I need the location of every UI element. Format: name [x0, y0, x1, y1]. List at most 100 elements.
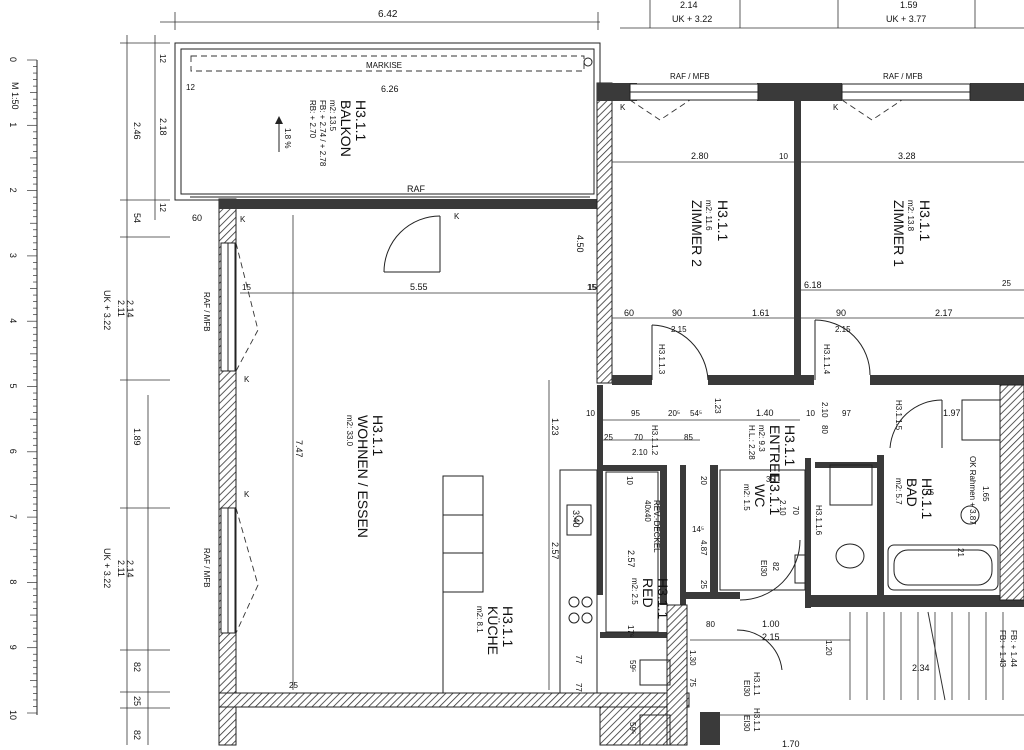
- dim-189: 1.89: [132, 428, 142, 446]
- uk-322a: UK + 3.22: [102, 290, 112, 330]
- dim-214a: 2.14: [125, 300, 135, 318]
- dim-159-top: 1.59: [900, 0, 918, 10]
- living-k3: K: [244, 375, 250, 384]
- room1-618: 6.18: [804, 280, 822, 290]
- dim-82b: 82: [132, 730, 142, 740]
- kitchen: 1.23 2.57 3.40 77 77 H3.1.1 KÜCHE m2: 8.…: [475, 380, 598, 694]
- raf-mfb-top-2: RAF / MFB: [883, 72, 923, 81]
- dim-25: 25: [132, 696, 142, 706]
- stair-595b: 59⁵: [628, 722, 637, 734]
- slope-arrow-icon: [275, 116, 283, 152]
- bad-75: 75: [925, 488, 934, 497]
- bad-tag: H3.1.1.5: [894, 400, 903, 431]
- wc-70: 70: [791, 506, 800, 515]
- wc-ei: EI30: [759, 560, 768, 577]
- wc-tag: H3.1.1.6: [814, 505, 823, 536]
- stair-tag1: H3.1.1: [752, 672, 761, 696]
- stair-120: 1.20: [824, 640, 833, 656]
- kitchen-257: 2.57: [550, 542, 560, 560]
- kitchen-123: 1.23: [550, 418, 560, 436]
- room-1: 3.28 6.18 25 90 2.15 2.17 H3.1.1.4 K H3.…: [801, 103, 1024, 375]
- uk-377-top: UK + 3.77: [886, 14, 926, 24]
- dim-211a: 2.11: [116, 300, 126, 317]
- bathroom: 1.97 75 1.65 OK Rahmen + 3.87 21 82 H3.1…: [771, 399, 1001, 591]
- bad-165: 1.65: [981, 486, 990, 502]
- balcony-slope: 1.8 %: [283, 128, 292, 148]
- red-room: 10 REV.-DECKEL 40x40 2.57 17⁶ H3.1.1 RED…: [605, 471, 671, 637]
- stair-215: 2.15: [762, 632, 780, 642]
- living-15b: 15: [588, 283, 597, 292]
- dim-211b: 2.11: [116, 560, 126, 577]
- living-id: H3.1.1: [370, 415, 386, 456]
- entree-10a: 10: [586, 409, 595, 418]
- kitchen-name: KÜCHE: [485, 606, 502, 655]
- entree-25: 25: [604, 433, 613, 442]
- entree-97: 97: [842, 409, 851, 418]
- stair-fb2: FB: + 1.43: [998, 630, 1007, 668]
- raf-mfb-left-b: RAF / MFB: [202, 548, 211, 588]
- room2-tag: H3.1.1.3: [657, 344, 666, 375]
- ruler-tick-label: 7: [8, 514, 18, 519]
- red-rev-size: 40x40: [643, 500, 652, 522]
- room2-width-280: 2.80: [691, 151, 709, 161]
- dim-642: 6.42: [378, 9, 398, 20]
- ruler-tick-label: 5: [8, 384, 18, 389]
- stair-234: 2.34: [912, 663, 930, 673]
- bad-area: m2: 5.7: [894, 478, 903, 505]
- bad-id: H3.1.1: [919, 478, 935, 519]
- ruler-tick-label: 2: [8, 188, 18, 193]
- living-name: WOHNEN / ESSEN: [355, 415, 371, 538]
- living-k2: K: [454, 212, 460, 221]
- uk-322-top: UK + 3.22: [672, 14, 712, 24]
- room2-15: 15: [587, 283, 596, 292]
- room1-215: 2.15: [835, 325, 851, 334]
- red-rev: REV.-DECKEL: [652, 500, 661, 553]
- room1-25: 25: [1002, 279, 1011, 288]
- bad-name: BAD: [904, 478, 920, 507]
- room1-217: 2.17: [935, 308, 953, 318]
- stair-handrail: [927, 611, 946, 701]
- room2-90: 90: [672, 308, 682, 318]
- balcony-id: H3.1.1: [353, 100, 369, 141]
- ruler-tick-label: 4: [8, 318, 18, 323]
- stair-595a: 59⁵: [628, 660, 637, 672]
- balcony-fb: FB: + 2.74 / + 2.78: [318, 100, 327, 167]
- room2-60: 60: [624, 308, 634, 318]
- wc-145: 14⁵: [692, 525, 704, 534]
- entree-545: 54⁵: [690, 409, 702, 418]
- room1-width-328: 3.28: [898, 151, 916, 161]
- red-area: m2: 2.5: [630, 578, 639, 605]
- stair-80: 80: [706, 620, 715, 629]
- ruler-tick-label: 0: [8, 57, 18, 62]
- entree-name: ENTREE: [767, 425, 783, 482]
- stair-ei2: EI30: [742, 715, 751, 732]
- stair-100: 1.00: [762, 619, 780, 629]
- entree-id: H3.1.1: [782, 425, 798, 466]
- dim-12b: 12: [158, 203, 167, 212]
- entree-80: 80: [820, 425, 829, 434]
- walls: [218, 82, 1024, 746]
- windows: RAF / MFB RAF / MFB: [202, 83, 971, 634]
- wc-id: H3.1.1: [767, 474, 783, 515]
- balcony: MARKISE 6.26 12 RAF 60 H3.1.1 BALKON m2:…: [174, 42, 601, 223]
- stair-area: 1.00 2.15 80 1.20 1.30 75 2.34 1.70 FB: …: [628, 611, 1024, 749]
- room2-161: 1.61: [752, 308, 770, 318]
- stair-steps: [849, 611, 1004, 701]
- living-area: m2: 33.0: [345, 415, 354, 447]
- red-name: RED: [640, 578, 656, 608]
- room1-name: ZIMMER 1: [891, 200, 907, 267]
- dim-12a: 12: [158, 54, 167, 63]
- kitchen-77a: 77: [574, 655, 583, 664]
- wc-25: 25: [699, 580, 708, 589]
- room1-k: K: [833, 103, 839, 112]
- ruler-tick-label: 10: [8, 710, 18, 720]
- room2-10: 10: [779, 152, 788, 161]
- entree-95: 95: [631, 409, 640, 418]
- balcony-markise: MARKISE: [366, 61, 402, 70]
- stair-75: 75: [688, 678, 697, 687]
- living-25: 25: [289, 681, 298, 690]
- stair-170: 1.70: [782, 739, 800, 749]
- bad-197: 1.97: [943, 408, 961, 418]
